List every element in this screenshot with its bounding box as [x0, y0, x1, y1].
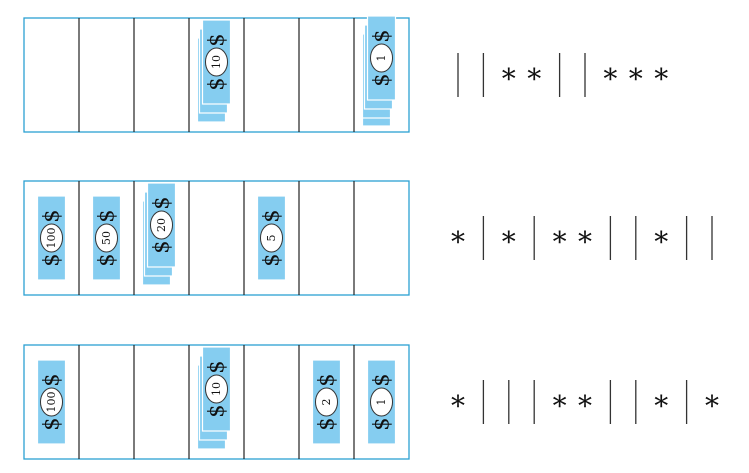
denomination-label: 50	[100, 231, 113, 245]
drawer-box	[23, 180, 410, 296]
bill-1: $ $1	[366, 15, 397, 101]
star-symbol: *	[705, 390, 719, 423]
denomination-label: 1	[375, 55, 388, 62]
dollar-sign-top: $	[260, 209, 284, 222]
dollar-sign-top: $	[150, 196, 174, 209]
star-symbol: *	[502, 63, 516, 96]
denomination-oval	[370, 43, 393, 73]
bill-100: $ $100	[36, 359, 67, 445]
denomination-oval	[95, 223, 118, 253]
star-symbol: *	[654, 226, 668, 259]
dollar-sign-bottom: $	[95, 253, 119, 266]
drawer-1: $ $100	[36, 359, 67, 445]
denomination-label: 10	[210, 55, 223, 69]
star-symbol: *	[578, 390, 592, 423]
denomination-label: 1	[375, 399, 388, 406]
bill-10: $ $10	[201, 19, 232, 105]
denomination-oval	[370, 387, 393, 417]
dollar-sign-bottom: $	[370, 417, 394, 430]
stars-and-bars-sequence: * * * * *	[451, 380, 719, 424]
bill-50: $ $50	[91, 195, 122, 281]
drawer-7: $$$$$$$$1	[361, 15, 397, 127]
bill-1: $ $1	[366, 359, 397, 445]
dollar-sign-bottom: $	[205, 77, 229, 90]
star-symbol: *	[553, 226, 567, 259]
row-2: $$100$$50$$$$$$20$$5*****	[23, 180, 713, 296]
denomination-oval	[40, 387, 63, 417]
star-symbol: *	[578, 226, 592, 259]
star-symbol: *	[502, 226, 516, 259]
dollar-sign-bottom: $	[40, 417, 64, 430]
star-symbol: *	[654, 390, 668, 423]
denomination-label: 20	[155, 218, 168, 232]
drawer-4: $$$$$$10	[196, 346, 232, 450]
stars-and-bars-sequence: * * * * *	[451, 216, 713, 260]
star-symbol: *	[527, 63, 541, 96]
denomination-oval	[40, 223, 63, 253]
bill-100: $ $100	[36, 195, 67, 281]
dollar-sign-top: $	[40, 373, 64, 386]
dollar-sign-top: $	[370, 29, 394, 42]
denomination-label: 5	[265, 235, 278, 242]
drawer-1: $ $100	[36, 195, 67, 281]
row-1: $$$$$$10$$$$$$$$1*****	[23, 15, 668, 133]
dollar-sign-top: $	[95, 209, 119, 222]
star-symbol: *	[451, 390, 465, 423]
drawer-box	[23, 344, 410, 460]
star-symbol: *	[451, 226, 465, 259]
dollar-sign-bottom: $	[150, 240, 174, 253]
denomination-oval	[315, 387, 338, 417]
drawer-box	[23, 17, 410, 133]
drawer-4: $$$$$$10	[196, 19, 232, 123]
denomination-oval	[205, 47, 228, 77]
denomination-label: 100	[45, 392, 58, 413]
denomination-label: 2	[320, 399, 333, 406]
dollar-sign-top: $	[205, 33, 229, 46]
denomination-label: 100	[45, 228, 58, 249]
denomination-oval	[205, 374, 228, 404]
bill-2: $ $2	[311, 359, 342, 445]
drawer-3: $$$$$$20	[141, 182, 177, 286]
star-symbol: *	[553, 390, 567, 423]
dollar-sign-bottom: $	[260, 253, 284, 266]
star-symbol: *	[654, 63, 668, 96]
star-symbol: *	[603, 63, 617, 96]
drawer-6: $ $2	[311, 359, 342, 445]
dollar-sign-bottom: $	[40, 253, 64, 266]
dollar-sign-top: $	[40, 209, 64, 222]
drawer-7: $ $1	[366, 359, 397, 445]
drawer-5: $ $5	[256, 195, 287, 281]
dollar-sign-top: $	[370, 373, 394, 386]
stars-and-bars-sequence: * * * * *	[457, 53, 668, 97]
denomination-label: 10	[210, 382, 223, 396]
denomination-oval	[150, 210, 173, 240]
dollar-sign-bottom: $	[315, 417, 339, 430]
dollar-sign-top: $	[315, 373, 339, 386]
bill-10: $ $10	[201, 346, 232, 432]
dollar-sign-top: $	[205, 360, 229, 373]
star-symbol: *	[629, 63, 643, 96]
denomination-oval	[260, 223, 283, 253]
dollar-sign-bottom: $	[370, 73, 394, 86]
bill-20: $ $20	[146, 182, 177, 268]
bill-5: $ $5	[256, 195, 287, 281]
dollar-sign-bottom: $	[205, 404, 229, 417]
drawer-2: $ $50	[91, 195, 122, 281]
row-3: $$100$$$$$$10$$2$$1*****	[23, 344, 719, 460]
